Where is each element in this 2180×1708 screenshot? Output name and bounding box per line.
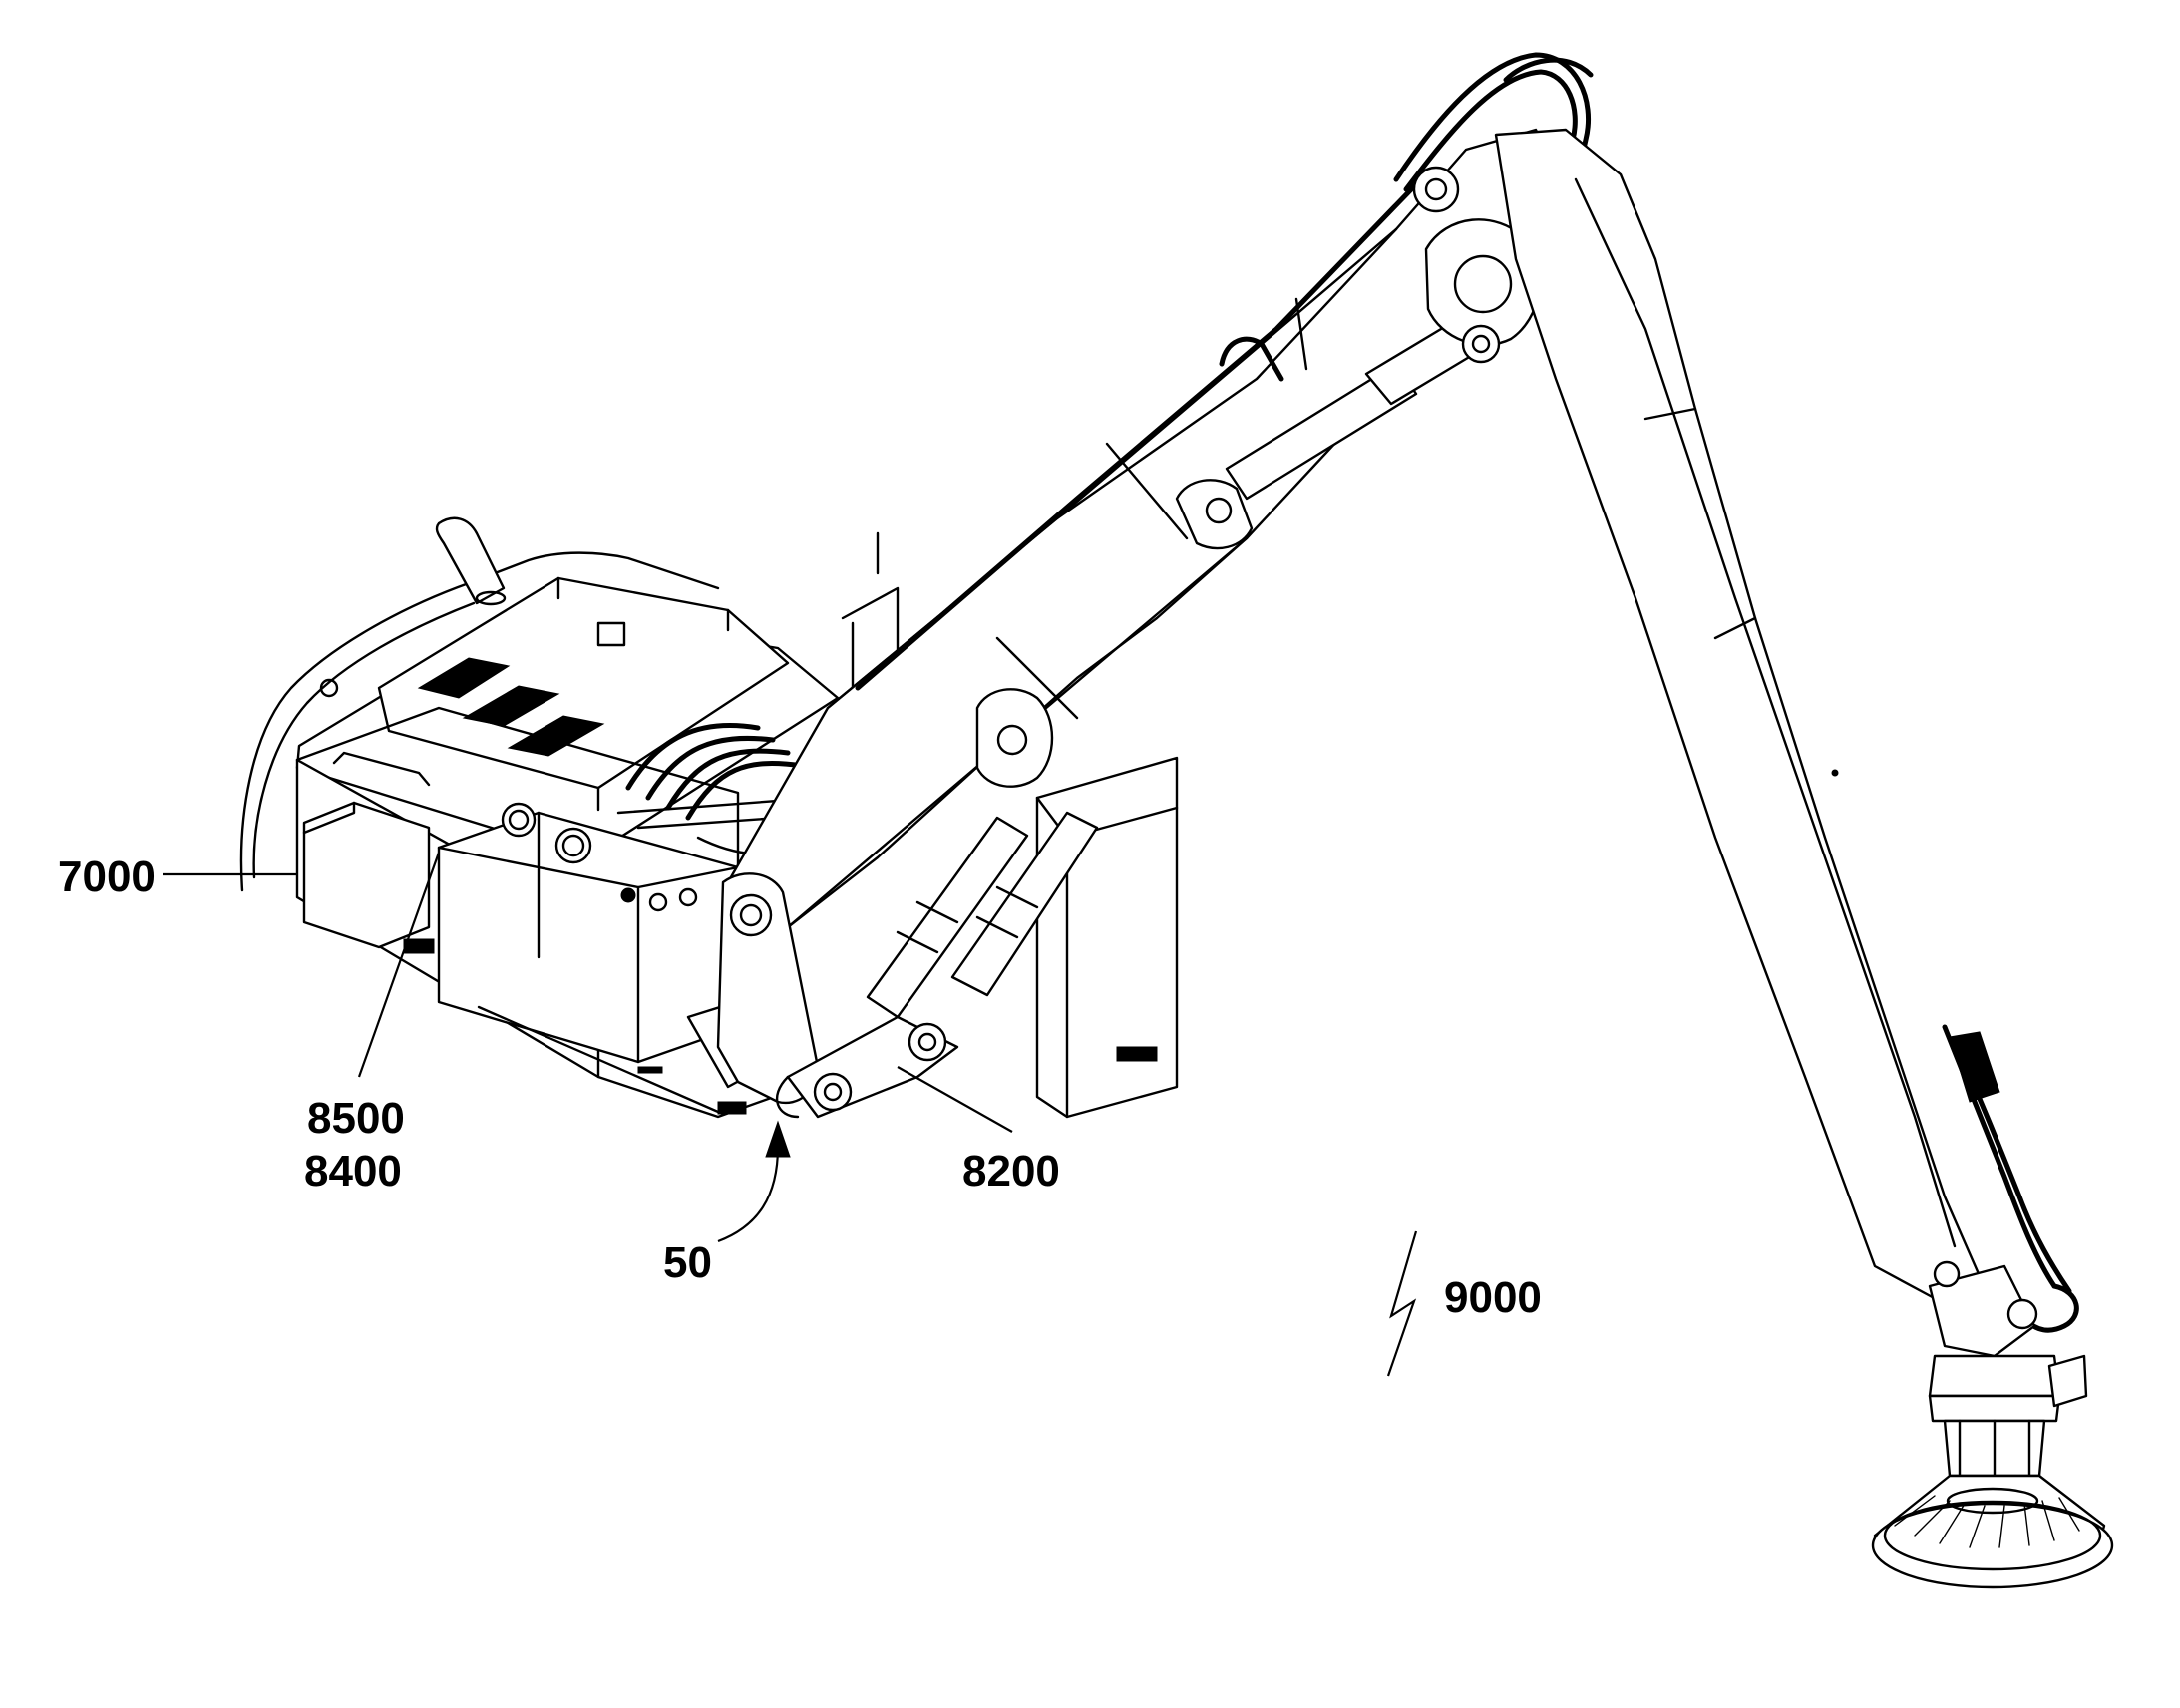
leader-lines bbox=[163, 852, 1418, 1377]
main-boom bbox=[716, 128, 1558, 1105]
leader-8200 bbox=[897, 1066, 1013, 1133]
leader-8500 bbox=[357, 852, 441, 1078]
stick-cylinder bbox=[1175, 52, 1594, 550]
label-8500: 8500 bbox=[307, 1094, 405, 1143]
leader-50 bbox=[717, 1146, 780, 1243]
label-8200: 8200 bbox=[962, 1147, 1060, 1196]
boom-cylinders bbox=[776, 811, 1099, 1119]
arrow-50 bbox=[765, 1120, 791, 1158]
stick-arm bbox=[1494, 128, 2079, 1333]
leader-9000 bbox=[1386, 1230, 1418, 1377]
label-7000: 7000 bbox=[58, 853, 156, 901]
label-50: 50 bbox=[663, 1238, 712, 1287]
label-9000: 9000 bbox=[1444, 1273, 1542, 1322]
grapple-rotator bbox=[1871, 1260, 2114, 1589]
label-8400: 8400 bbox=[304, 1147, 402, 1196]
